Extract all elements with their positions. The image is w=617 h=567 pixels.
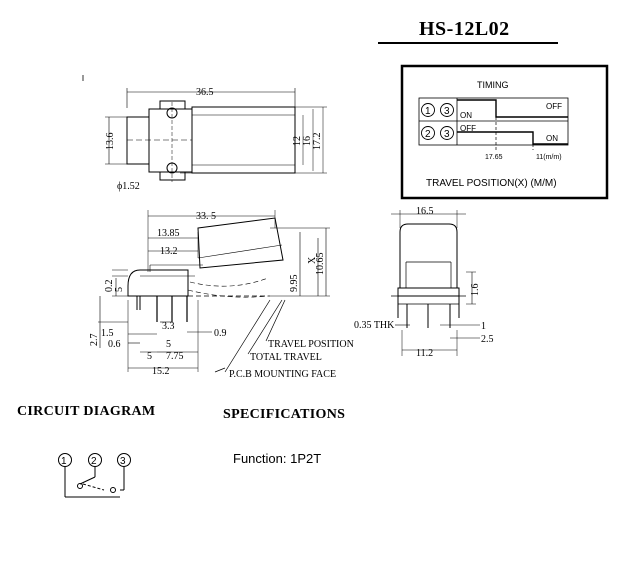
circuit-terminal-3-label: 3	[120, 456, 126, 467]
circuit-terminal-1	[58, 453, 72, 467]
dim-side-02: 0.2	[104, 280, 115, 293]
dim-side-1065: 10.65	[315, 253, 326, 276]
circuit-terminal-3	[117, 453, 131, 467]
timing-mark-1765: 17.65	[485, 154, 503, 161]
circuit-terminal-2	[88, 453, 102, 467]
dim-side-x: X	[307, 256, 318, 264]
timing-terminal-1-label: 1	[425, 106, 431, 117]
dim-side-09: 0.9	[214, 328, 227, 339]
dim-side-bottom-5a: 5	[147, 351, 152, 362]
timing-terminal-3	[440, 103, 454, 117]
dim-side-5v: 5	[114, 287, 125, 292]
circuit-diagram-heading: CIRCUIT DIAGRAM	[17, 404, 156, 419]
timing-wave-2	[457, 131, 568, 145]
timing-terminal-3-label: 3	[444, 106, 450, 117]
timing-chart: TIMING 1 3 2 3 ON OFF OFF ON 17.65 11(m/…	[400, 64, 609, 200]
dim-top-length: 36.5	[196, 87, 214, 98]
timing-mark-11: 11(m/m)	[536, 154, 562, 161]
dim-side-bottom-775: 7.75	[166, 351, 184, 362]
callout-travel-position: TRAVEL POSITION	[268, 339, 354, 350]
timing-terminal-2-label: 2	[425, 129, 431, 140]
timing-row1-off: OFF	[546, 102, 562, 111]
dim-end-112: 11.2	[416, 348, 433, 359]
dim-side-132: 13.2	[160, 246, 178, 257]
timing-terminal-1	[421, 103, 435, 117]
timing-terminal-2	[421, 126, 435, 140]
circuit-terminal-2-label: 2	[91, 456, 97, 467]
dim-side-152: 15.2	[152, 366, 170, 377]
title-underline	[378, 42, 558, 44]
dim-side-995: 9.95	[289, 275, 300, 293]
dim-top-172: 17.2	[312, 133, 323, 151]
timing-row2-on: ON	[546, 134, 558, 143]
dim-top-height: 13.6	[105, 133, 116, 151]
dim-end-1: 1	[481, 321, 486, 332]
timing-terminal-3b	[440, 126, 454, 140]
timing-row2-off: OFF	[460, 124, 476, 133]
dim-side-15: 1.5	[101, 328, 114, 339]
dim-end-width: 16.5	[416, 206, 434, 217]
timing-wave-1	[457, 99, 568, 118]
dim-top-hole: ϕ1.52	[117, 181, 140, 192]
dim-end-16: 1.6	[470, 284, 481, 297]
callout-total-travel: TOTAL TRAVEL	[250, 352, 322, 363]
dim-top-12: 12	[292, 136, 303, 146]
circuit-terminal-1-label: 1	[61, 456, 67, 467]
callout-pcb-mounting-face: P.C.B MOUNTING FACE	[229, 369, 336, 380]
dim-side-27: 2.7	[89, 334, 100, 347]
dim-side-06: 0.6	[108, 339, 121, 350]
drawing-title: HS-12L02	[419, 18, 510, 40]
dim-top-16: 16	[302, 136, 313, 146]
spec-function: Function: 1P2T	[233, 451, 322, 466]
circuit-diagram	[58, 453, 131, 498]
specifications-heading: SPECIFICATIONS	[223, 407, 346, 422]
end-view	[391, 210, 480, 356]
dim-side-1385: 13.85	[157, 228, 180, 239]
timing-label: TIMING	[477, 80, 509, 90]
dim-end-thk: 0.35 THK	[354, 320, 395, 331]
top-view	[82, 75, 327, 182]
side-view	[98, 210, 330, 373]
dim-side-bottom-5b: 5	[166, 339, 171, 350]
timing-row1-on: ON	[460, 111, 472, 120]
dim-end-25: 2.5	[481, 334, 494, 345]
dim-side-33: 3.3	[162, 321, 175, 332]
timing-axis-label: TRAVEL POSITION(X) (M/M)	[426, 178, 557, 189]
dim-side-length: 33. 5	[196, 211, 216, 222]
timing-terminal-3b-label: 3	[444, 129, 450, 140]
